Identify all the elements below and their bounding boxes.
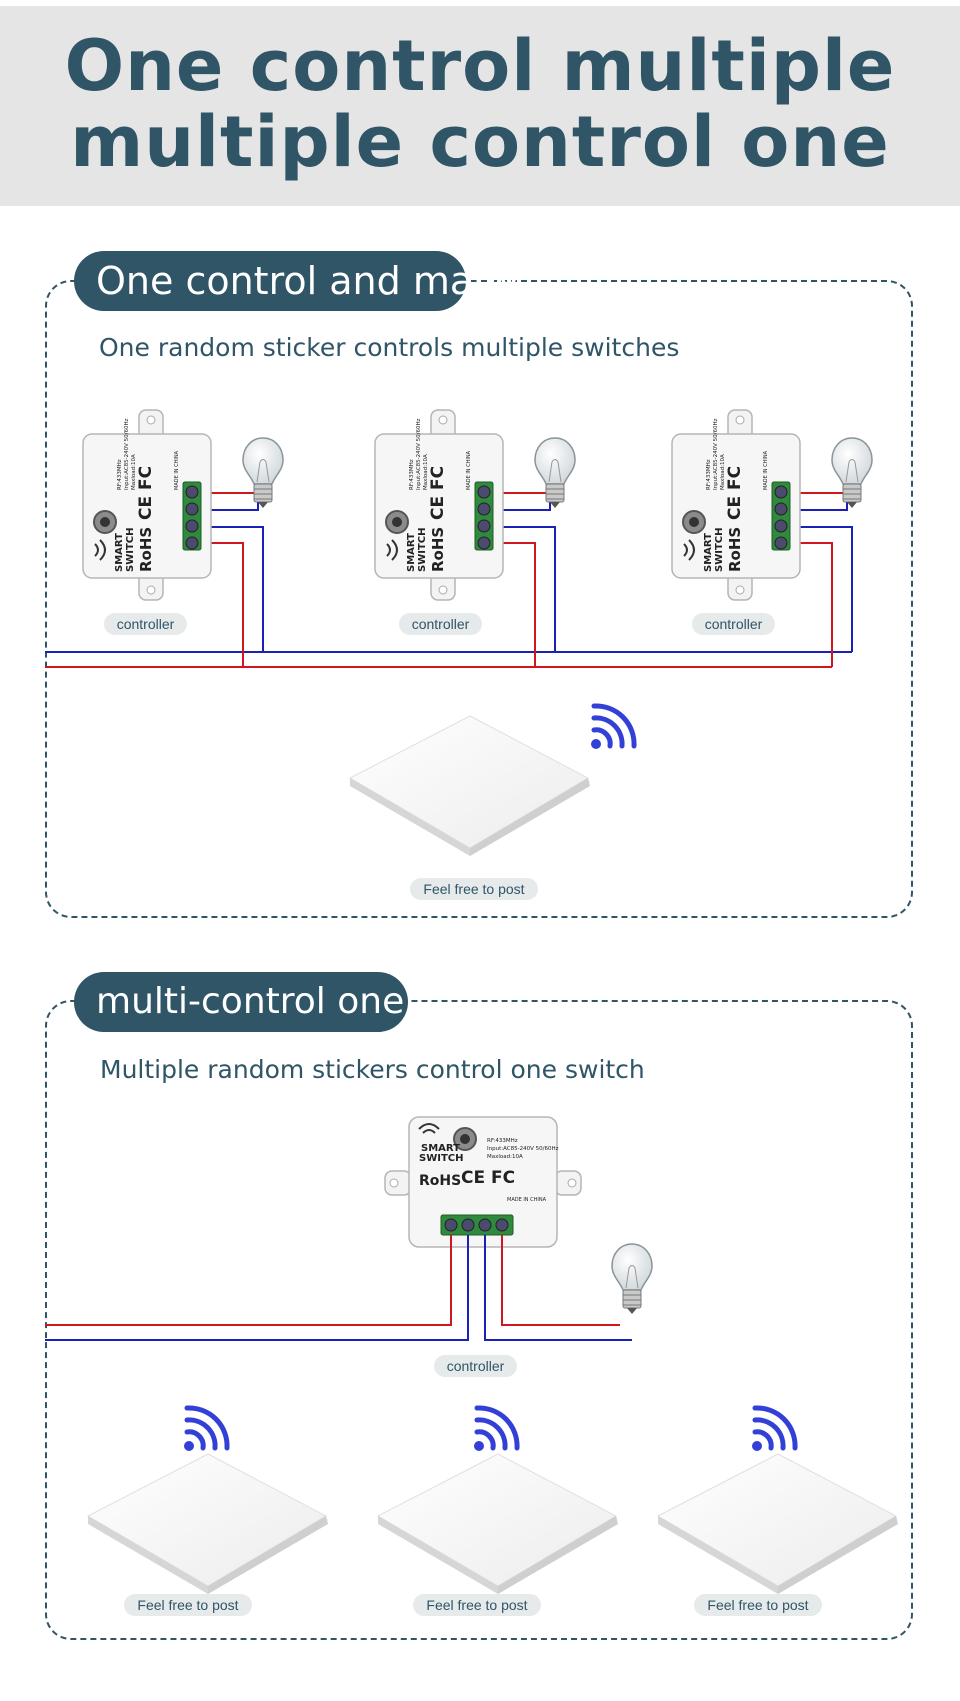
svg-text:SMART: SMART [421,1143,460,1154]
signal-icon-c [752,1408,795,1451]
wall-switch-panel-c [657,1453,899,1595]
svg-text:Input:AC85-240V 50/60Hz: Input:AC85-240V 50/60Hz [487,1146,559,1152]
controller-label-1: controller [104,613,187,635]
controller-device-2 [374,409,504,601]
wall-switch-panel-1 [349,715,591,857]
signal-icon-a [184,1408,227,1451]
page-title: One control multiple multiple control on… [0,28,960,180]
bulb-icon-main [611,1243,653,1315]
bulb-icon-1 [242,437,284,509]
section-two-frame [45,1000,913,1640]
controller-device-main: SMART SWITCH RoHS CE FC RF:433MHz Input:… [384,1116,582,1248]
header-banner: One control multiple multiple control on… [0,6,960,206]
controller-main-wiring [45,1235,632,1341]
switch-label-c: Feel free to post [694,1594,822,1616]
svg-text:MADE IN CHINA: MADE IN CHINA [507,1197,547,1203]
title-line-2: multiple control one [70,101,890,183]
switch-label-1: Feel free to post [410,878,538,900]
section-one-frame [45,280,913,918]
controller-label-2: controller [399,613,482,635]
controller-label-main: controller [434,1355,517,1377]
controller-device-3 [671,409,801,601]
wall-switch-panel-a [87,1453,329,1595]
svg-text:SWITCH: SWITCH [419,1153,463,1164]
signal-icon-b [474,1408,517,1451]
svg-text:RoHS: RoHS [419,1173,461,1189]
svg-text:CE FC: CE FC [461,1168,515,1188]
switch-label-b: Feel free to post [413,1594,541,1616]
section-one-subtitle: One random sticker controls multiple swi… [99,333,680,362]
svg-text:RF:433MHz: RF:433MHz [487,1138,518,1144]
svg-text:Maxload:10A: Maxload:10A [487,1154,523,1160]
section-one-title: One control and many [74,251,520,311]
section-two-title: multi-control one [74,972,408,1032]
bulb-icon-2 [534,437,576,509]
bulb-icon-3 [831,437,873,509]
controller-label-3: controller [692,613,775,635]
title-line-1: One control multiple [64,25,896,107]
controller-device-1 [82,409,212,601]
signal-icon-1 [591,706,634,749]
switch-label-a: Feel free to post [124,1594,252,1616]
section-two-subtitle: Multiple random stickers control one swi… [100,1055,645,1084]
wall-switch-panel-b [377,1453,619,1595]
